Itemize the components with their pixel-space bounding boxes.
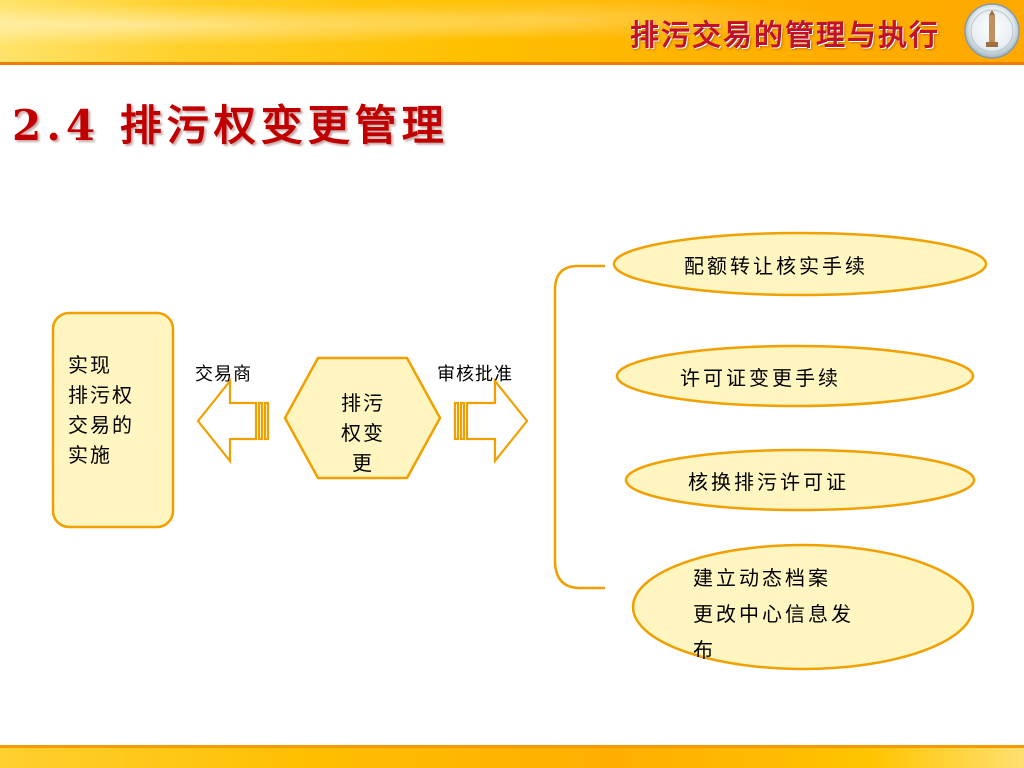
hexagon-line: 排污 bbox=[341, 391, 385, 415]
bracket bbox=[553, 264, 605, 590]
header-banner bbox=[0, 0, 1024, 62]
footer-divider bbox=[0, 745, 1024, 748]
left-box-line: 交易的 bbox=[68, 413, 134, 437]
right-arrow-icon bbox=[453, 377, 529, 465]
left-arrow-label: 交易商 bbox=[195, 364, 252, 385]
header-divider bbox=[0, 62, 1024, 65]
step-ellipse-1 bbox=[612, 231, 988, 297]
step-ellipse-2 bbox=[615, 344, 975, 408]
right-arrow-label: 审核批准 bbox=[437, 364, 513, 385]
left-box bbox=[51, 311, 175, 529]
step-text-3: 核换排污许可证 bbox=[688, 470, 849, 494]
left-box-text: 实现 排污权 交易的 实施 bbox=[68, 350, 134, 470]
step-text-2: 许可证变更手续 bbox=[680, 366, 841, 390]
step-4-line: 布 bbox=[693, 638, 716, 662]
page-title: 2.4 排污权变更管理 bbox=[12, 101, 449, 150]
center-hexagon bbox=[283, 356, 442, 480]
step-4-line: 更改中心信息发 bbox=[693, 602, 854, 626]
hexagon-text: 排污 权变 更 bbox=[336, 388, 390, 478]
step-text-1: 配额转让核实手续 bbox=[684, 254, 868, 278]
left-box-line: 排污权 bbox=[68, 383, 134, 407]
step-ellipse-4 bbox=[631, 543, 975, 671]
step-ellipse-3 bbox=[624, 448, 976, 512]
header-title: 排污交易的管理与执行 bbox=[629, 18, 940, 52]
left-arrow-icon bbox=[196, 377, 270, 465]
hexagon-line: 更 bbox=[352, 451, 374, 475]
footer-banner bbox=[0, 748, 1024, 768]
step-4-line: 建立动态档案 bbox=[693, 566, 831, 590]
university-logo-icon bbox=[964, 3, 1020, 59]
left-box-line: 实施 bbox=[68, 443, 112, 467]
hexagon-line: 权变 bbox=[341, 421, 385, 445]
left-box-line: 实现 bbox=[68, 353, 112, 377]
step-text-4: 建立动态档案 更改中心信息发 布 bbox=[693, 560, 854, 668]
